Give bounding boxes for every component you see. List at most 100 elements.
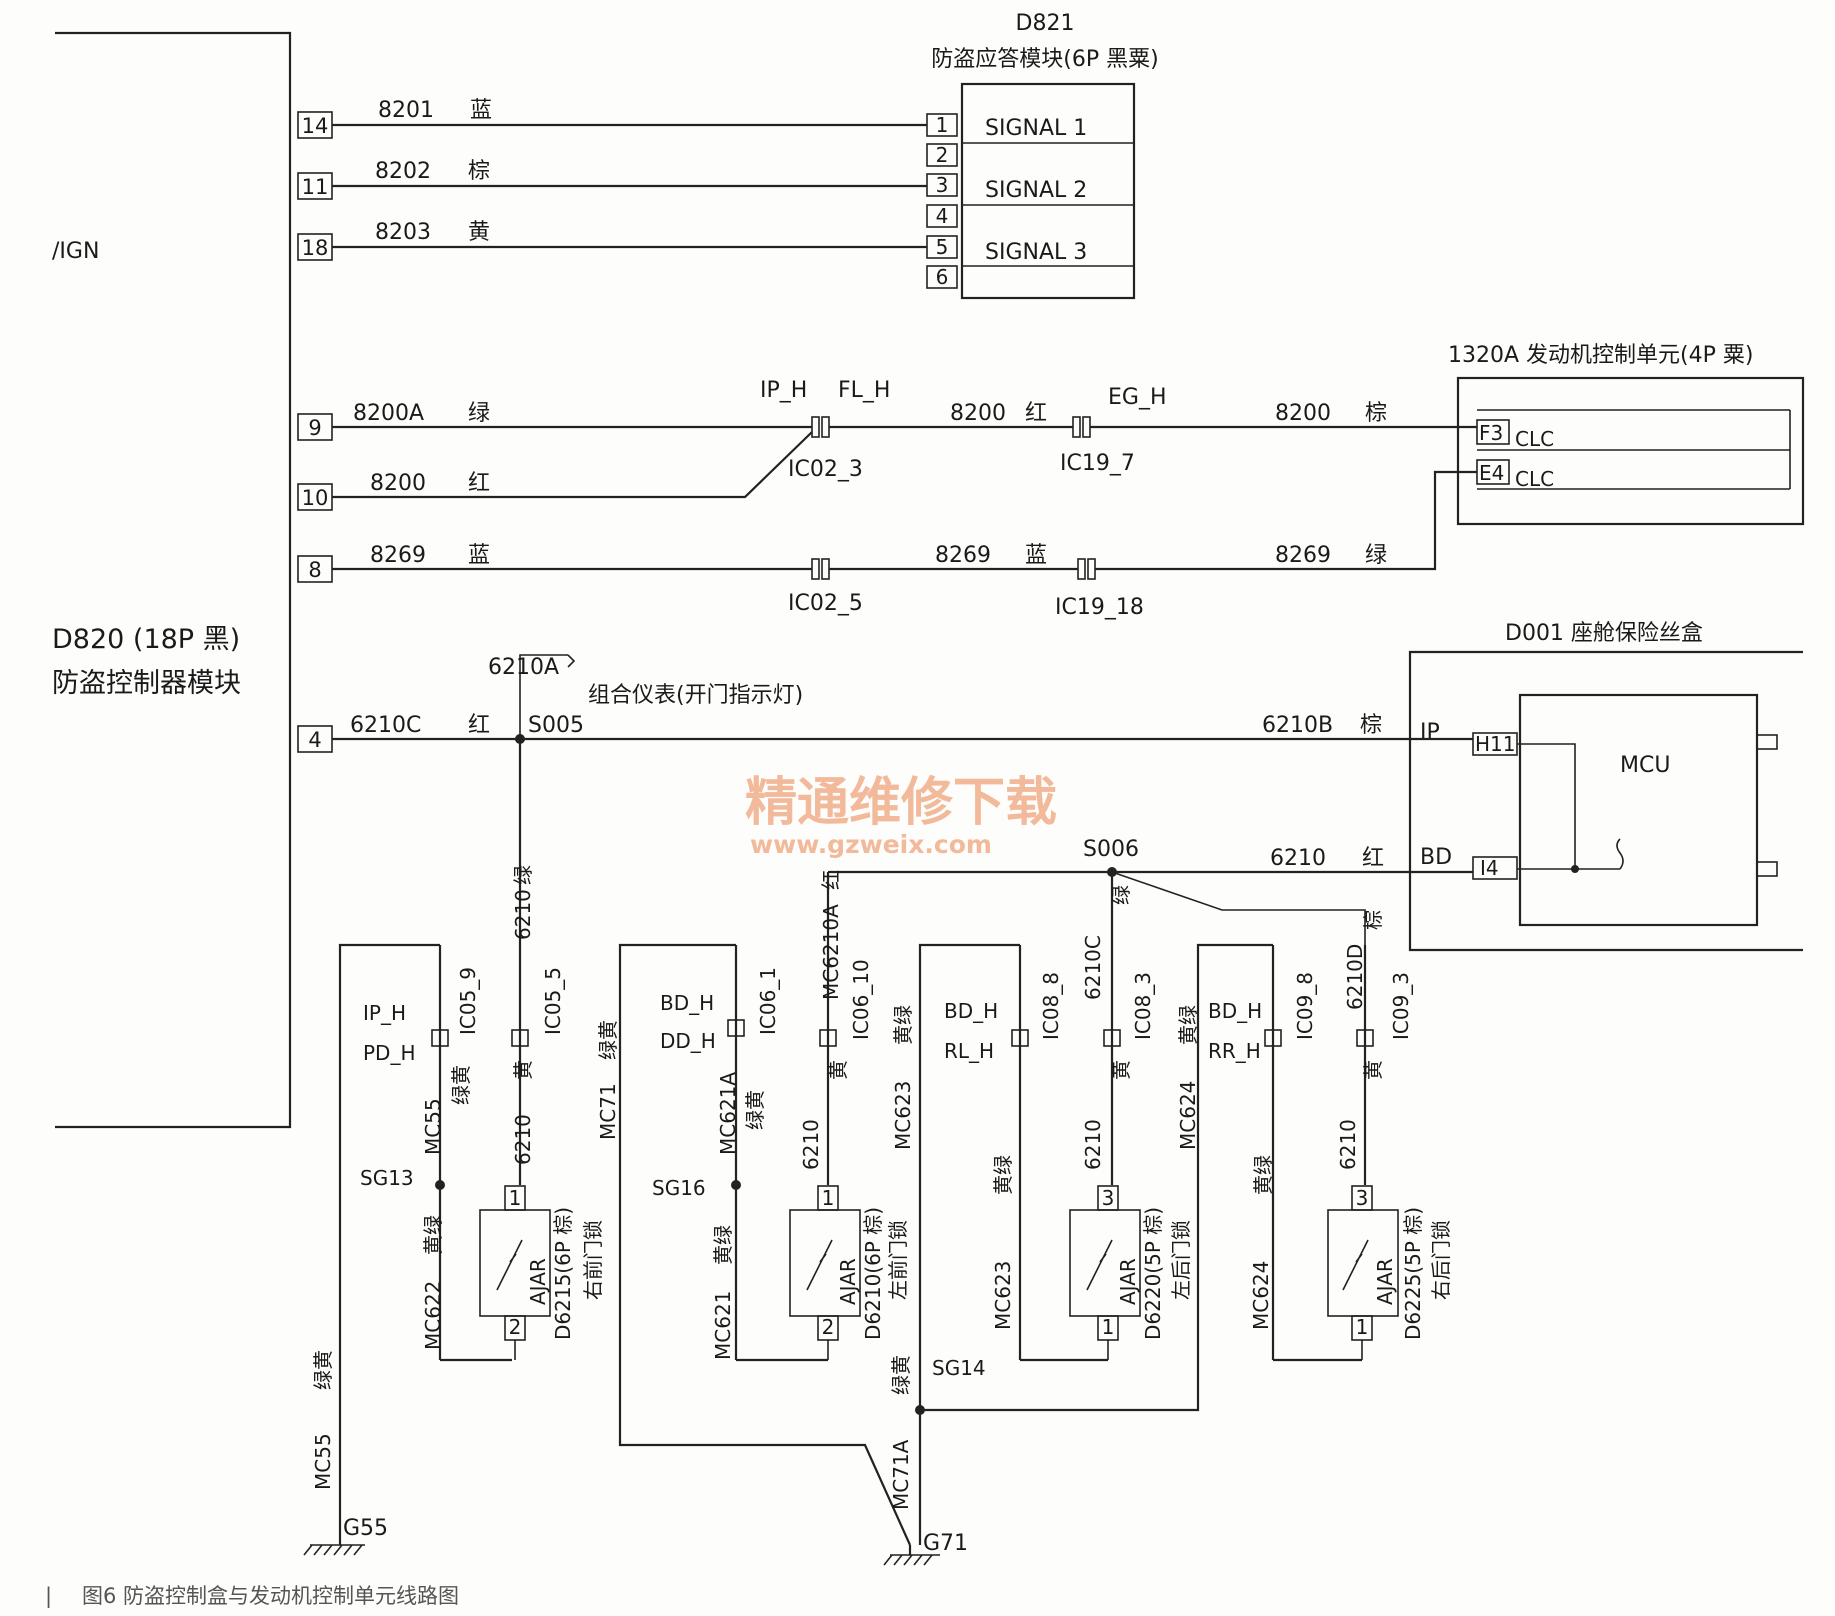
wire-mc6210a-color: 红 <box>819 870 843 890</box>
wire-6210d-label: 6210D <box>1343 944 1367 1010</box>
ecu-pin-f4: E4 <box>1479 461 1504 485</box>
d6215-pin1: 1 <box>509 1186 522 1210</box>
wire-6210c-lr-label: 6210C <box>1081 935 1105 1000</box>
d6210-pin2: 2 <box>822 1315 835 1339</box>
d6215-ajar: AJAR <box>526 1258 550 1305</box>
pin-10: 10 <box>302 486 329 510</box>
d821-id: D821 <box>1016 11 1075 36</box>
wire-8203-label: 8203 <box>375 220 431 245</box>
conn-ic02-3: IC02_3 <box>788 457 863 482</box>
wire-mc71a-color: 绿黄 <box>889 1355 913 1395</box>
wire-mc71-color: 绿黄 <box>596 1020 620 1060</box>
pin-14: 14 <box>302 114 329 138</box>
ecu-clc-1: CLC <box>1515 427 1554 451</box>
wire-8269-label: 8269 <box>370 543 426 568</box>
conn-bd-h-3: BD_H <box>1208 999 1262 1023</box>
d6225-name: 右后门锁 <box>1429 1220 1453 1300</box>
d6220-pin3: 3 <box>1102 1186 1115 1210</box>
d821-pin-5: 5 <box>936 235 949 259</box>
wire-8269-color-mid: 蓝 <box>1025 543 1047 568</box>
wire-8203-color: 黄 <box>468 220 490 245</box>
wire-mc623: MC623 <box>891 1081 915 1150</box>
wire-mc622-color: 黄绿 <box>421 1215 445 1255</box>
d821-pin-3: 3 <box>936 173 949 197</box>
d821-name: 防盗应答模块(6P 黑粟) <box>931 47 1158 72</box>
splice-sg14: SG14 <box>932 1356 986 1380</box>
d001-ip: IP <box>1420 720 1440 745</box>
d821-pins: 1 2 3 4 5 6 <box>926 113 958 289</box>
conn-ic05-5: IC05_5 <box>541 967 565 1035</box>
wire-6210b-label: 6210B <box>1262 713 1333 738</box>
ign-label: /IGN <box>52 239 99 264</box>
wire-mc71a: MC71A <box>889 1439 913 1510</box>
conn-ic09-3: IC09_3 <box>1389 972 1413 1040</box>
conn-ic06-10: IC06_10 <box>849 959 873 1040</box>
conn-ic09-8: IC09_8 <box>1293 972 1317 1040</box>
ground-g71: G71 <box>923 1531 968 1556</box>
wire-mc71: MC71 <box>596 1083 620 1140</box>
ground-g55: G55 <box>343 1516 388 1541</box>
d001-outline <box>1408 650 1803 952</box>
d821-pin-6: 6 <box>936 265 949 289</box>
wire-8269-label-mid: 8269 <box>935 543 991 568</box>
wire-6210c-lr-color: 绿 <box>1109 885 1133 905</box>
conn-ic08-3: IC08_3 <box>1131 972 1155 1040</box>
d6215-name: 右前门锁 <box>581 1220 605 1300</box>
conn-fl-h: FL_H <box>838 378 890 403</box>
wire-6210c-color: 红 <box>468 713 490 738</box>
wire-mc621a-color: 绿黄 <box>743 1090 767 1130</box>
wire-mc623-right-color: 黄绿 <box>991 1155 1015 1195</box>
wire-6210b-color: 棕 <box>1360 713 1382 738</box>
conn-bd-h-2: BD_H <box>944 999 998 1023</box>
d6225-id: D6225(5P 棕) <box>1401 1207 1425 1340</box>
mcu-label: MCU <box>1620 753 1670 778</box>
conn-pd-h: PD_H <box>363 1041 416 1065</box>
pin-18: 18 <box>302 236 329 260</box>
wire-6210-rf-lower-color: 黄 <box>511 1060 535 1080</box>
wire-6210-lr-color: 黄 <box>1109 1060 1133 1080</box>
cluster-label: 组合仪表(开门指示灯) <box>588 683 803 708</box>
wire-6210-lr: 6210 <box>1081 1119 1105 1170</box>
conn-ic05-9: IC05_9 <box>456 967 480 1035</box>
d6215-pin2: 2 <box>509 1315 522 1339</box>
conn-ic06-1: IC06_1 <box>756 967 780 1035</box>
d6220-id: D6220(5P 棕) <box>1141 1207 1165 1340</box>
wire-6210-rf-lower: 6210 <box>511 1114 535 1165</box>
watermark-url: www.gzweix.com <box>750 830 992 859</box>
d820-pins: 14 11 18 9 10 8 4 <box>297 111 333 753</box>
wire-6210-rr: 6210 <box>1336 1119 1360 1170</box>
d821-pin-1: 1 <box>936 113 949 137</box>
d6225-pin1: 1 <box>1356 1315 1369 1339</box>
conn-ip-h: IP_H <box>760 378 807 403</box>
wire-mc6210a-label: MC6210A <box>819 904 843 1000</box>
caption-text: 图6 防盗控制盒与发动机控制单元线路图 <box>82 1584 459 1608</box>
wire-6210-lf: 6210 <box>799 1119 823 1170</box>
d821-pin-2: 2 <box>936 143 949 167</box>
wire-mc621: MC621 <box>711 1291 735 1360</box>
caption-bar: | <box>45 1584 52 1609</box>
d820-id: D820 (18P 黑) <box>52 624 240 655</box>
wire-8200-label-left: 8200 <box>370 471 426 496</box>
wire-8200-pin10 <box>332 431 813 499</box>
conn-dd-h: DD_H <box>660 1029 716 1053</box>
wire-mc624-color: 黄绿 <box>1176 1005 1200 1045</box>
splice-s006: S006 <box>1083 837 1139 862</box>
signal-3: SIGNAL 3 <box>985 240 1087 265</box>
wire-8200a-color: 绿 <box>468 401 490 426</box>
wire-mc624-lower: MC624 <box>1249 1261 1273 1330</box>
wire-8201-color: 蓝 <box>470 98 492 123</box>
d6210-id: D6210(6P 棕) <box>861 1207 885 1340</box>
d6220-pin1: 1 <box>1102 1315 1115 1339</box>
ecu-pin-f3: F3 <box>1479 421 1503 445</box>
wire-mc621a: MC621A <box>716 1072 740 1155</box>
ecu-clc-2: CLC <box>1515 467 1554 491</box>
splice-s005: S005 <box>528 713 584 738</box>
conn-eg-h: EG_H <box>1108 385 1167 410</box>
wire-mc55-rf-color: 绿黄 <box>449 1065 473 1105</box>
wire-8200-label-mid: 8200 <box>950 401 1006 426</box>
wire-8200-color-left: 红 <box>468 471 490 496</box>
d821-pin-4: 4 <box>936 204 949 228</box>
ecu-box <box>1456 376 1805 526</box>
conn-bd-h: BD_H <box>660 991 714 1015</box>
